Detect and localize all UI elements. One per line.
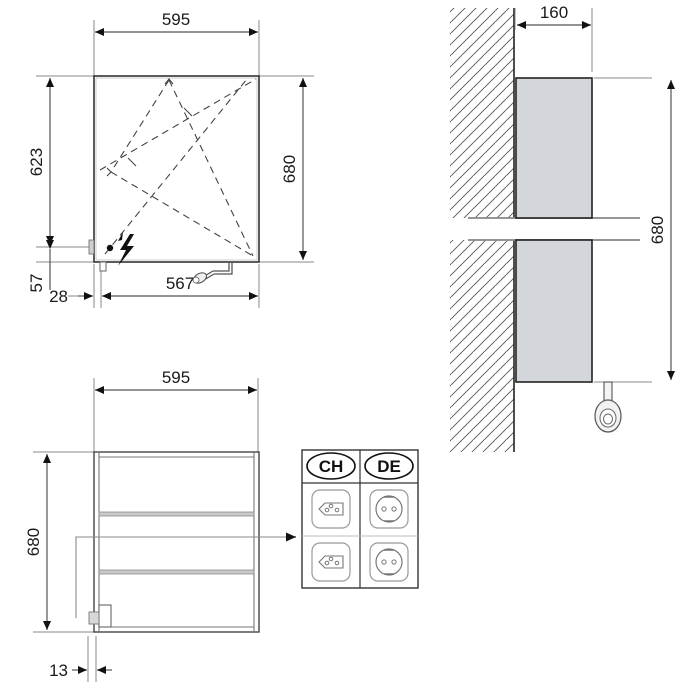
side-panel-lower <box>515 239 593 383</box>
dimension-623-front: 623 <box>27 78 54 245</box>
dimension-13-rear: 13 <box>49 661 112 680</box>
rear-view: 595 680 13 <box>24 368 296 682</box>
dimension-28-front: 28 <box>49 287 93 306</box>
wall-bracket-left <box>88 239 95 255</box>
dimension-label: 680 <box>280 155 299 183</box>
dimension-595-rear: 595 <box>95 368 257 394</box>
side-view: 160 680 <box>450 3 675 452</box>
schuko-type-f-socket-icon-2 <box>369 542 409 582</box>
dimension-680-rear: 680 <box>24 454 51 630</box>
dimension-label: 160 <box>540 3 568 22</box>
socket-pin-hole <box>391 559 397 565</box>
plug-top-arc <box>597 399 619 407</box>
dimension-595-front: 595 <box>95 10 258 36</box>
dimension-680-side: 680 <box>648 80 675 380</box>
socket-pin-hole <box>334 507 340 513</box>
front-panel-tick-marks <box>106 78 193 177</box>
front-panel-inner-line <box>95 77 258 261</box>
break-gap-mask <box>455 219 645 239</box>
socket-pin-hole <box>381 506 387 512</box>
dimension-label: 680 <box>648 216 667 244</box>
rear-view-extension-lines <box>33 378 259 682</box>
socket-recess <box>375 548 403 576</box>
swiss-type-j-socket-icon-1 <box>311 489 351 529</box>
ch-badge-ellipse <box>306 452 356 480</box>
dimension-160-side: 160 <box>517 3 591 29</box>
socket-earth-clips <box>384 496 394 522</box>
socket-recess <box>375 495 403 523</box>
de-badge-ellipse <box>364 452 414 480</box>
wall-section <box>450 8 515 452</box>
dimension-57-front: 57 <box>27 240 54 293</box>
schuko-type-f-socket-icon-1 <box>369 489 409 529</box>
socket-recess <box>318 555 344 569</box>
dimension-label: 680 <box>24 528 43 556</box>
junction-box <box>98 604 112 628</box>
dimension-label: 57 <box>27 274 46 293</box>
socket-pin-hole <box>324 560 330 566</box>
dimension-label: 595 <box>162 368 190 387</box>
rear-panel-horizontal-rails <box>98 456 255 628</box>
rail-middle-lower <box>98 569 255 575</box>
socket-column-label: DE <box>377 457 401 476</box>
leader-line-to-socket-table <box>75 536 286 618</box>
socket-recess <box>318 502 344 516</box>
socket-pin-hole <box>381 559 387 565</box>
wall-hatching-lower <box>450 240 514 452</box>
connection-point-dot <box>106 244 114 252</box>
dimension-567-front: 567 <box>102 274 258 300</box>
socket-pin-hole <box>324 507 330 513</box>
side-panel-upper <box>515 77 593 219</box>
dimension-label: 28 <box>49 287 68 306</box>
socket-pin-hole <box>328 556 334 562</box>
socket-pin-hole <box>334 560 340 566</box>
socket-pin-hole <box>391 506 397 512</box>
side-power-plug <box>594 381 622 433</box>
swiss-type-j-socket-icon-2 <box>311 542 351 582</box>
rear-panel-side-rails <box>98 452 255 632</box>
mounting-foot <box>99 261 107 272</box>
socket-earth-clips <box>384 549 394 575</box>
socket-header-de: DE <box>364 452 414 480</box>
rear-panel-outline <box>93 451 260 633</box>
socket-header-ch: CH <box>306 452 356 480</box>
wall-hatching-upper <box>450 8 514 218</box>
lightning-bolt-icon <box>118 234 134 266</box>
plug-variants-table: CH DE <box>301 449 419 589</box>
front-view: 595 623 57 680 28 567 <box>27 10 314 308</box>
lightning-bolt-spark-icon <box>118 232 123 241</box>
dimension-label: 595 <box>162 10 190 29</box>
dimension-label: 623 <box>27 148 46 176</box>
plug-tip <box>192 276 200 284</box>
cable-gland <box>88 611 100 625</box>
socket-pin-hole <box>328 503 334 509</box>
dimension-label: 13 <box>49 661 68 680</box>
front-panel-dashed-lines <box>99 78 257 257</box>
rail-middle-upper <box>98 511 255 517</box>
front-panel-outline <box>93 75 260 263</box>
socket-column-label: CH <box>319 457 344 476</box>
dimension-label: 567 <box>166 274 194 293</box>
dimension-680-front: 680 <box>280 78 307 260</box>
plug-ring-inner <box>603 413 613 425</box>
